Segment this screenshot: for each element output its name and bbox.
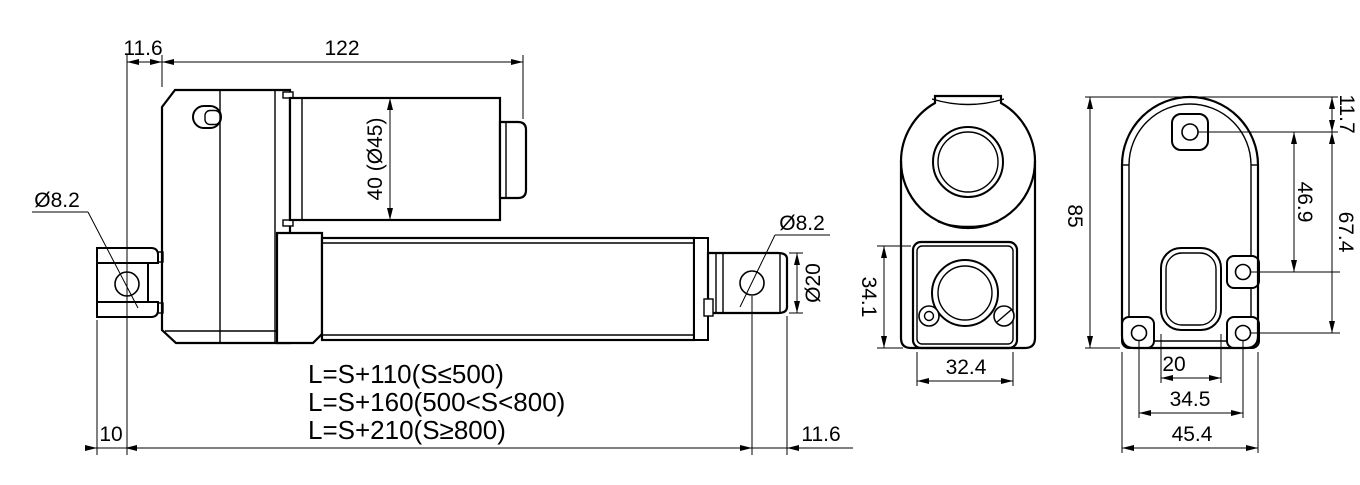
motor-body [288,96,502,222]
top-hole [1181,123,1199,141]
dim-rod-diameter: Ø20 [802,263,825,303]
stroke-formula-1: L=S+110(S≤500) [308,359,504,389]
mount-body-outline [1120,95,1260,350]
mounting-face-view: 11.7 46.9 67.4 20 34.5 45.4 [1120,94,1358,453]
dim-rear-pin: 10 [99,423,122,446]
drive-slot [1160,247,1222,331]
side-view-dimensions: 11.6 122 40 (Ø45) Ø8.2 Ø8.2 Ø20 10 11.6 [32,37,853,455]
stroke-formula-2: L=S+160(500<S<800) [308,387,565,417]
gearbox-slot [192,105,222,129]
dim-rod-hole: Ø8.2 [779,212,825,235]
rear-end-view: 34.1 32.4 85 [857,94,1338,386]
output-bore [931,259,999,327]
gearbox-outline [160,88,292,345]
dim-plate-width: 32.4 [946,356,987,379]
foot-hole-right [1234,324,1252,342]
dim-front-pin: 11.6 [801,423,840,446]
dim-overall-width: 45.4 [1172,423,1213,446]
foot-hole-left [1130,324,1148,342]
dim-rear-offset: 11.6 [123,37,162,60]
dim-body-height: 85 [1063,204,1086,227]
stroke-formula-3: L=S+210(S≥800) [308,415,506,445]
tube-gland [693,237,709,341]
dim-foot-hole-span: 34.5 [1170,388,1211,411]
rear-boss-outer [932,126,1004,198]
dim-top-hole-offset: 11.7 [1335,94,1358,133]
screw-left [918,305,940,327]
mid-hole [1234,263,1252,281]
motor-circle-bottom [899,160,1037,230]
dim-mid-hole-span: 46.9 [1293,182,1316,223]
side-view: 11.6 122 40 (Ø45) Ø8.2 Ø8.2 Ø20 10 11.6 [32,37,853,455]
rear-body-outline [899,94,1037,350]
dim-slot-width: 20 [1162,353,1185,376]
dim-motor-diameter: 40 (Ø45) [364,118,387,201]
dim-low-hole-span: 67.4 [1334,212,1357,253]
mount-view-dimensions: 11.7 46.9 67.4 20 34.5 45.4 [1121,94,1358,453]
rear-view-dimensions: 34.1 32.4 85 [857,96,1338,386]
tube-collar [275,231,324,345]
dim-plate-height: 34.1 [857,277,880,318]
outer-tube [320,236,696,342]
dim-motor-length: 122 [324,37,359,60]
motor-end-cap [498,120,528,200]
dim-rear-hole: Ø8.2 [34,189,80,212]
